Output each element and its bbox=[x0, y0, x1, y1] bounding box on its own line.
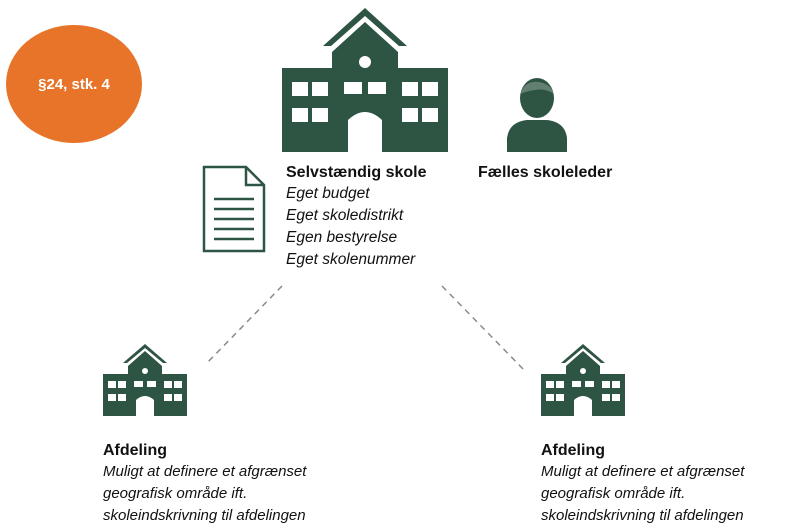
main-school-item: Egen bestyrelse bbox=[286, 229, 398, 246]
connector-left bbox=[205, 285, 283, 365]
leader-label: Fælles skoleleder bbox=[478, 164, 613, 181]
document-icon bbox=[202, 165, 266, 253]
branch-description-line: skoleindskrivning til afdelingen bbox=[541, 507, 744, 524]
branch-title: Afdeling bbox=[103, 442, 167, 459]
section-badge: §24, stk. 4 bbox=[6, 25, 142, 143]
main-school-item: Eget budget bbox=[286, 185, 370, 202]
branch-description-line: Muligt at definere et afgrænset bbox=[103, 463, 307, 480]
badge-label: §24, stk. 4 bbox=[38, 75, 110, 93]
branch-description-line: geografisk område ift. bbox=[541, 485, 686, 502]
branch-title: Afdeling bbox=[541, 442, 605, 459]
main-school-title: Selvstændig skole bbox=[286, 164, 427, 181]
connector-right bbox=[441, 285, 527, 373]
main-school-item: Eget skoledistrikt bbox=[286, 207, 404, 224]
branch-description-line: geografisk område ift. bbox=[103, 485, 248, 502]
main-school-item: Eget skolenummer bbox=[286, 251, 416, 268]
school-building-icon bbox=[282, 8, 448, 152]
school-building-icon bbox=[103, 344, 187, 416]
branch-description-line: skoleindskrivning til afdelingen bbox=[103, 507, 306, 524]
branch-description-line: Muligt at definere et afgrænset bbox=[541, 463, 745, 480]
person-icon bbox=[507, 78, 567, 152]
school-building-icon bbox=[541, 344, 625, 416]
